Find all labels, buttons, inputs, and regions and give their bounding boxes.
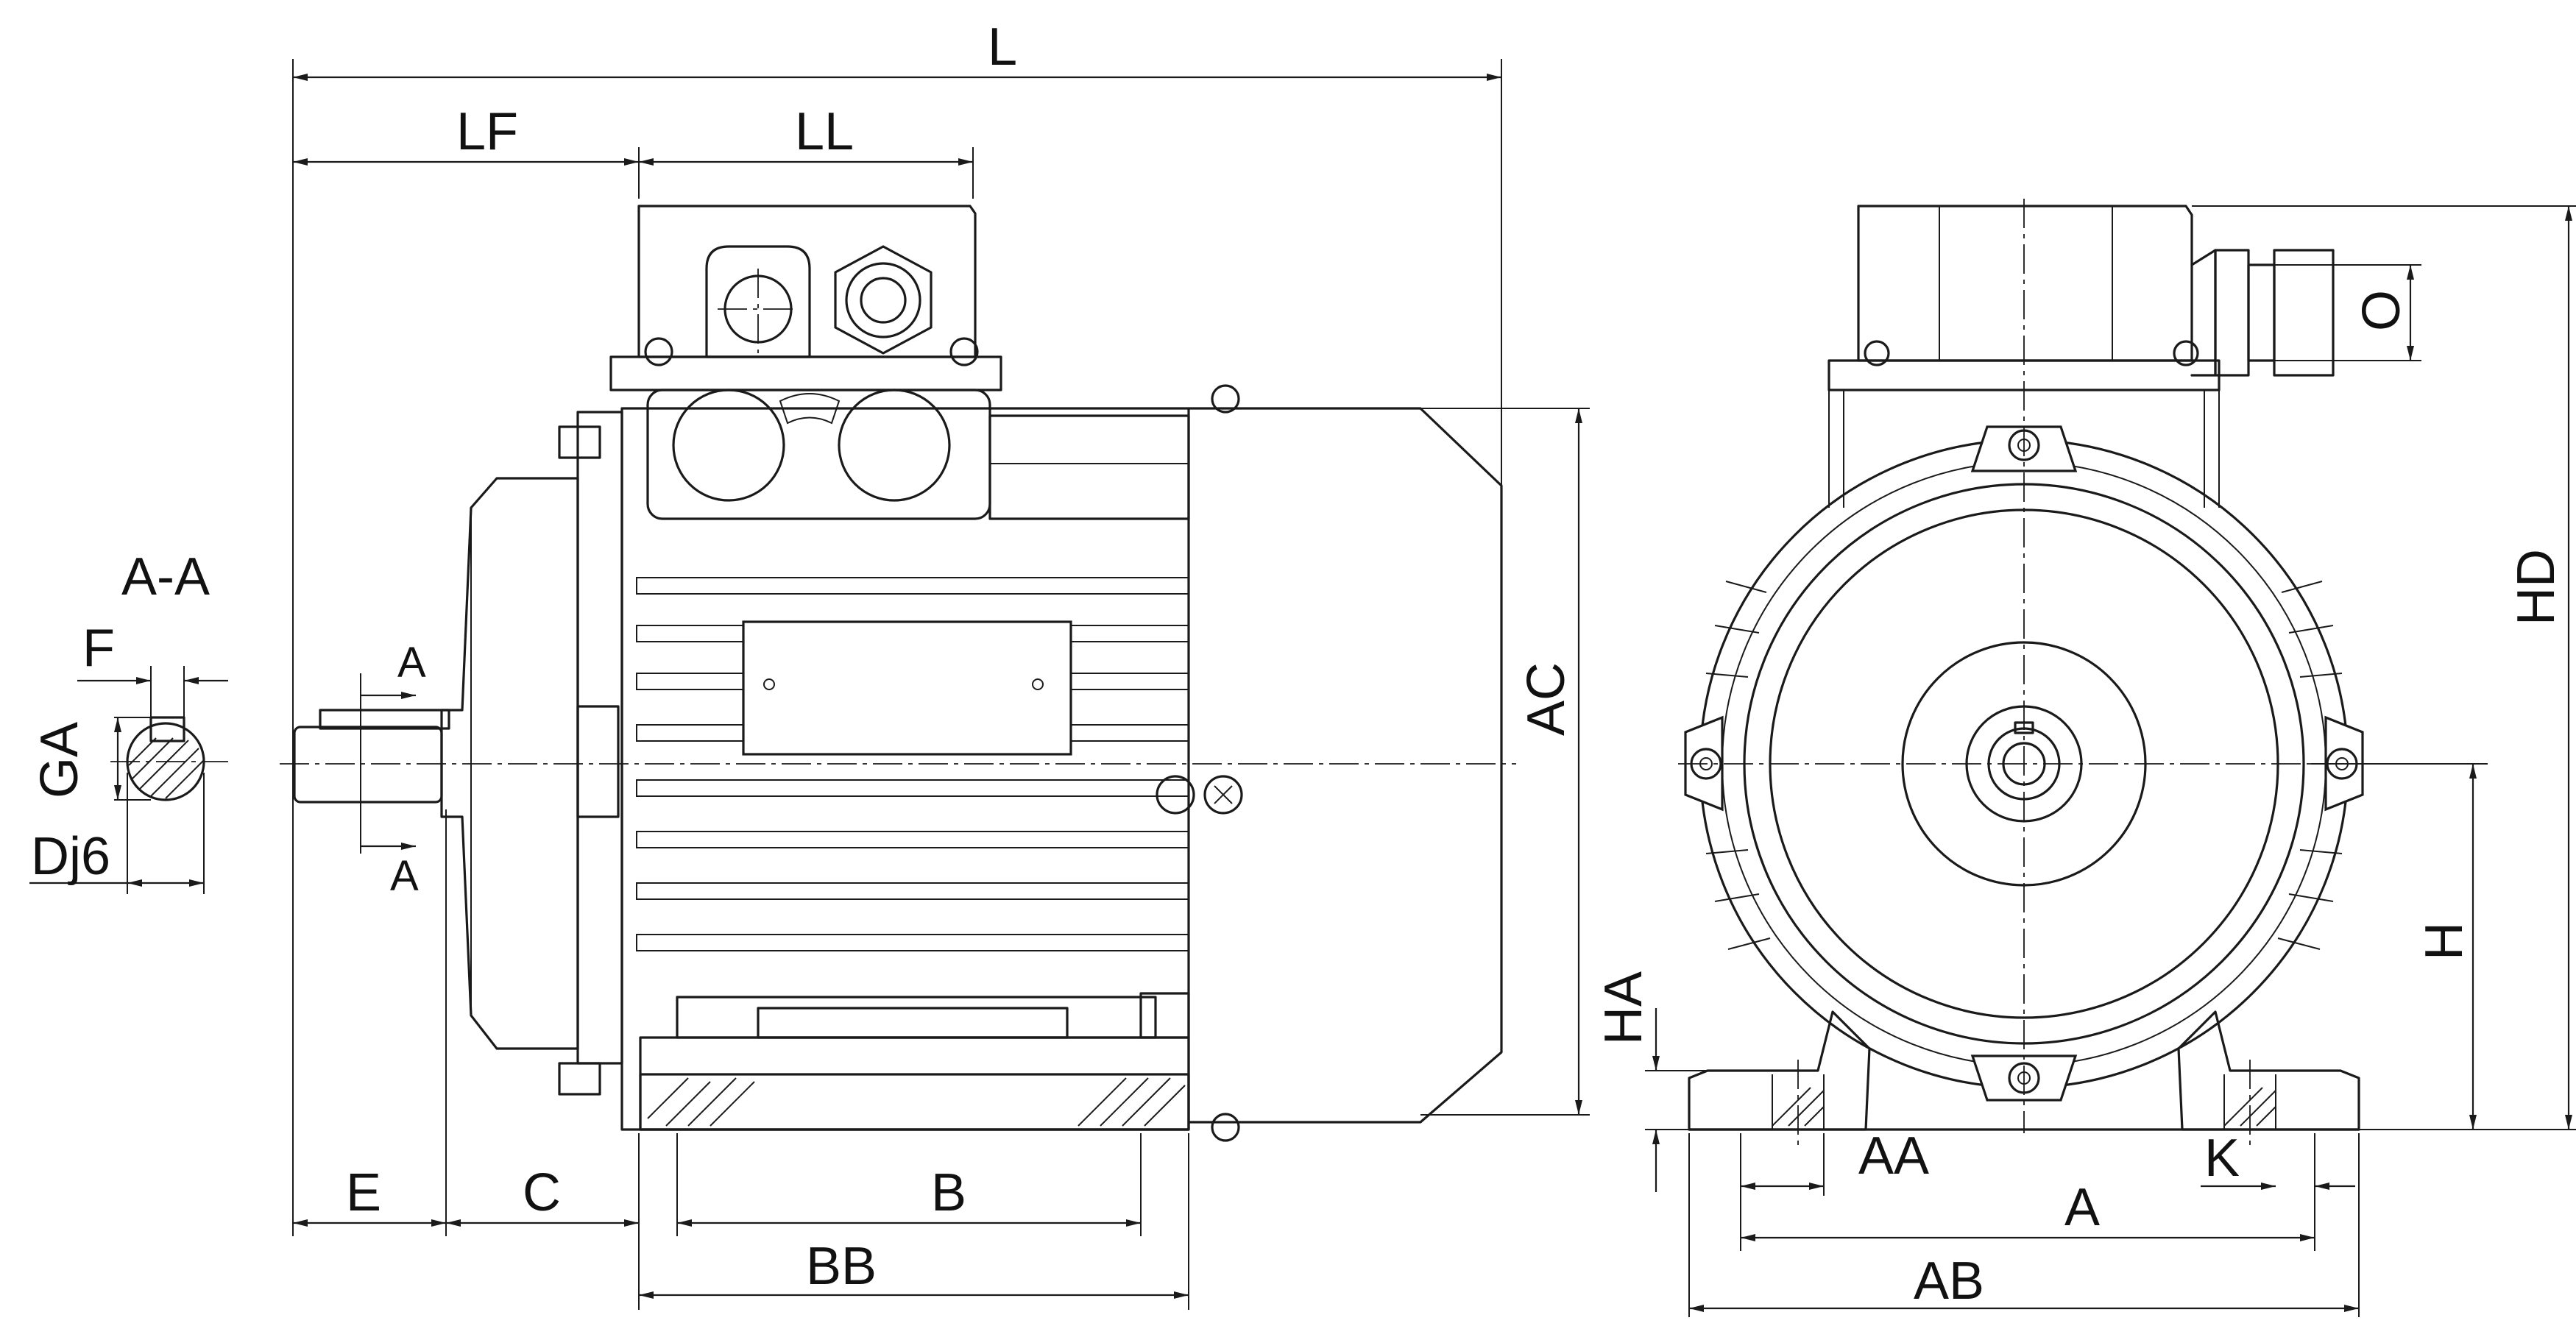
cut-mark-top: A	[397, 639, 426, 687]
dim-label-ha: HA	[1594, 971, 1653, 1045]
dim-label-dj6: Dj6	[31, 827, 110, 886]
dim-label-ab: AB	[1914, 1252, 1984, 1311]
dim-label-c: C	[523, 1163, 561, 1222]
side-view: A A	[280, 205, 1516, 1142]
dim-label-f: F	[82, 619, 115, 678]
cut-mark-bottom: A	[390, 852, 419, 900]
foot-left	[1688, 1010, 1871, 1131]
side-dimensions: L LF LL AC E C B BB	[292, 18, 1590, 1310]
section-label: A-A	[121, 547, 210, 606]
foot-right	[2177, 1010, 2360, 1131]
dim-label-ll: LL	[795, 102, 854, 161]
dim-label-o: O	[2352, 290, 2411, 331]
terminal-box-front	[1857, 205, 2193, 362]
earth-terminal	[1156, 775, 1195, 815]
dim-label-aa: AA	[1858, 1127, 1929, 1185]
dim-label-h: H	[2415, 922, 2474, 960]
dim-label-k: K	[2204, 1129, 2240, 1188]
dim-label-l: L	[988, 18, 1017, 77]
dim-label-ga: GA	[30, 722, 89, 798]
name-plate	[742, 620, 1072, 756]
dim-label-lf: LF	[456, 102, 518, 161]
dim-label-e: E	[346, 1163, 381, 1222]
feet-side	[639, 992, 1190, 1131]
dim-label-bb: BB	[806, 1237, 877, 1296]
section-a-a: A-A F GA Dj6	[29, 547, 228, 894]
dim-label-hd: HD	[2507, 549, 2566, 625]
dim-label-a: A	[2064, 1178, 2100, 1237]
dim-label-b: B	[931, 1163, 966, 1222]
dim-label-ac: AC	[1517, 662, 1576, 736]
fan-cover	[1187, 407, 1503, 1124]
front-view	[1678, 199, 2377, 1148]
front-dimensions: HD O H HA AA K A AB	[1594, 205, 2576, 1317]
terminal-box	[609, 205, 1190, 520]
